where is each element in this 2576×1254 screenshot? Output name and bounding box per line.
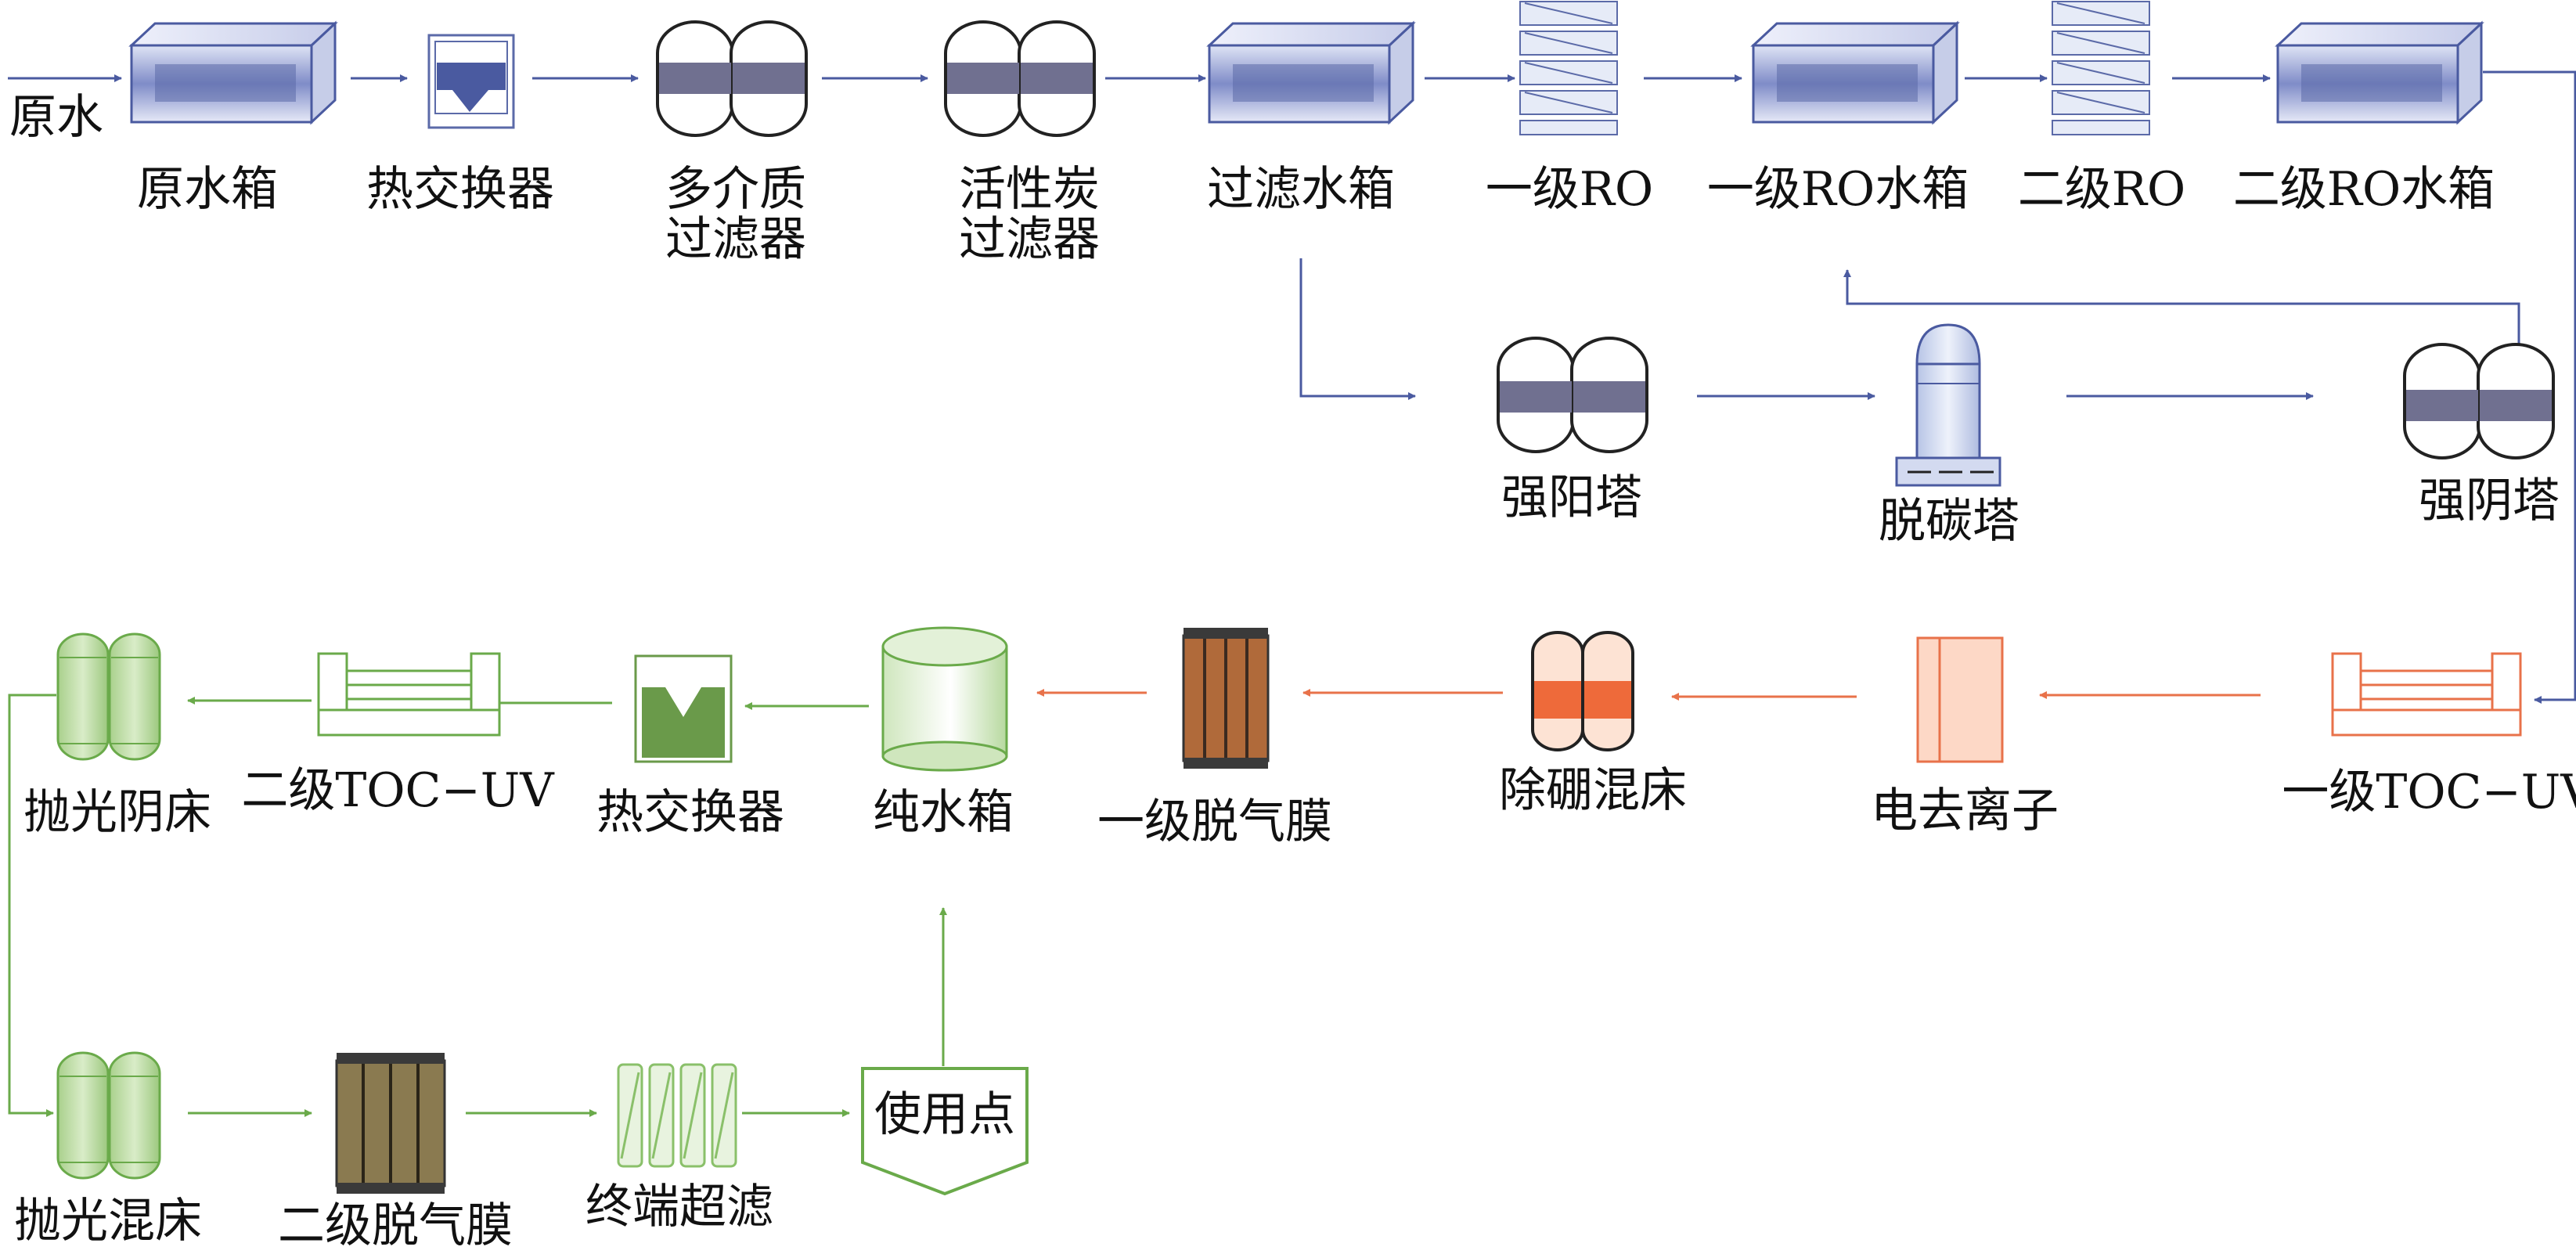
edge-ro2tank-tocuv1 [2483,70,2576,704]
ro1-icon [1519,1,1618,135]
polish-mixed-bed-icon [56,1051,161,1180]
toc-uv-2-icon [317,652,501,737]
toc-uv-1-icon [2331,652,2522,737]
label-heat-exchanger-2: 热交换器 [596,785,784,840]
heat-exchanger-2-icon [634,654,733,763]
label-boron-mixed-bed: 除硼混床 [1499,763,1687,818]
label-heat-exchanger-1: 热交换器 [366,162,554,217]
ultrafilter-icon [617,1063,737,1168]
polish-anion-bed-icon [56,632,161,761]
label-cation-tower: 强阳塔 [1501,470,1642,525]
edge-polishanion-polishmixed [8,694,56,1117]
label-degas-membrane-1: 一级脱气膜 [1097,795,1332,849]
raw-tank-icon [128,20,338,125]
anion-tower-icon [2403,343,2555,459]
edge-anion-ro1tank [1843,269,2520,344]
label-polish-mixed-bed: 抛光混床 [14,1194,202,1249]
label-ro1-tank: 一级RO水箱 [1706,162,1969,217]
point-of-use-icon [861,1067,1029,1196]
label-edi: 电去离子 [1871,784,2059,838]
label-decarb-tower: 脱碳塔 [1879,494,2019,549]
label-filtered-tank: 过滤水箱 [1207,162,1395,217]
heat-exchanger-icon [427,34,515,129]
filtered-tank-icon [1206,20,1416,125]
decarbonator-icon [1895,323,2001,487]
label-source: 原水 [9,90,103,145]
label-anion-tower: 强阴塔 [2419,474,2560,528]
degas-membrane-1-icon [1182,628,1270,769]
multimedia-filter-icon [656,20,808,137]
ro2-icon [2052,1,2150,135]
pure-water-tank-icon [881,626,1008,772]
label-multimedia-filter: 多介质 过滤器 [665,162,806,267]
label-degas-membrane-2: 二级脱气膜 [278,1198,513,1253]
edge-filteredtank-cation [1299,258,1416,400]
cation-tower-icon [1497,337,1648,453]
boron-mixed-bed-icon [1531,631,1634,751]
degas-membrane-2-icon [335,1053,446,1194]
label-ro1: 一级RO [1485,162,1654,217]
label-pure-tank: 纯水箱 [873,785,1014,840]
ro1-tank-icon [1750,20,1960,125]
label-carbon-filter: 活性炭 过滤器 [959,162,1100,267]
label-ro2: 二级RO [2017,162,2186,217]
label-final-uf: 终端超滤 [585,1180,773,1234]
label-point-of-use: 使用点 [874,1087,1015,1142]
ro2-tank-icon [2275,20,2484,125]
label-raw-tank: 原水箱 [137,162,278,217]
label-polish-anion-bed: 抛光阴床 [23,785,211,840]
label-ro2-tank: 二级RO水箱 [2232,162,2495,217]
flow-lines [8,70,2576,1117]
edi-module-icon [1916,636,2004,763]
label-toc-uv-1: 一级TOC−UV [2282,765,2576,820]
carbon-filter-icon [944,20,1096,137]
label-toc-uv-2: 二级TOC−UV [241,763,554,818]
